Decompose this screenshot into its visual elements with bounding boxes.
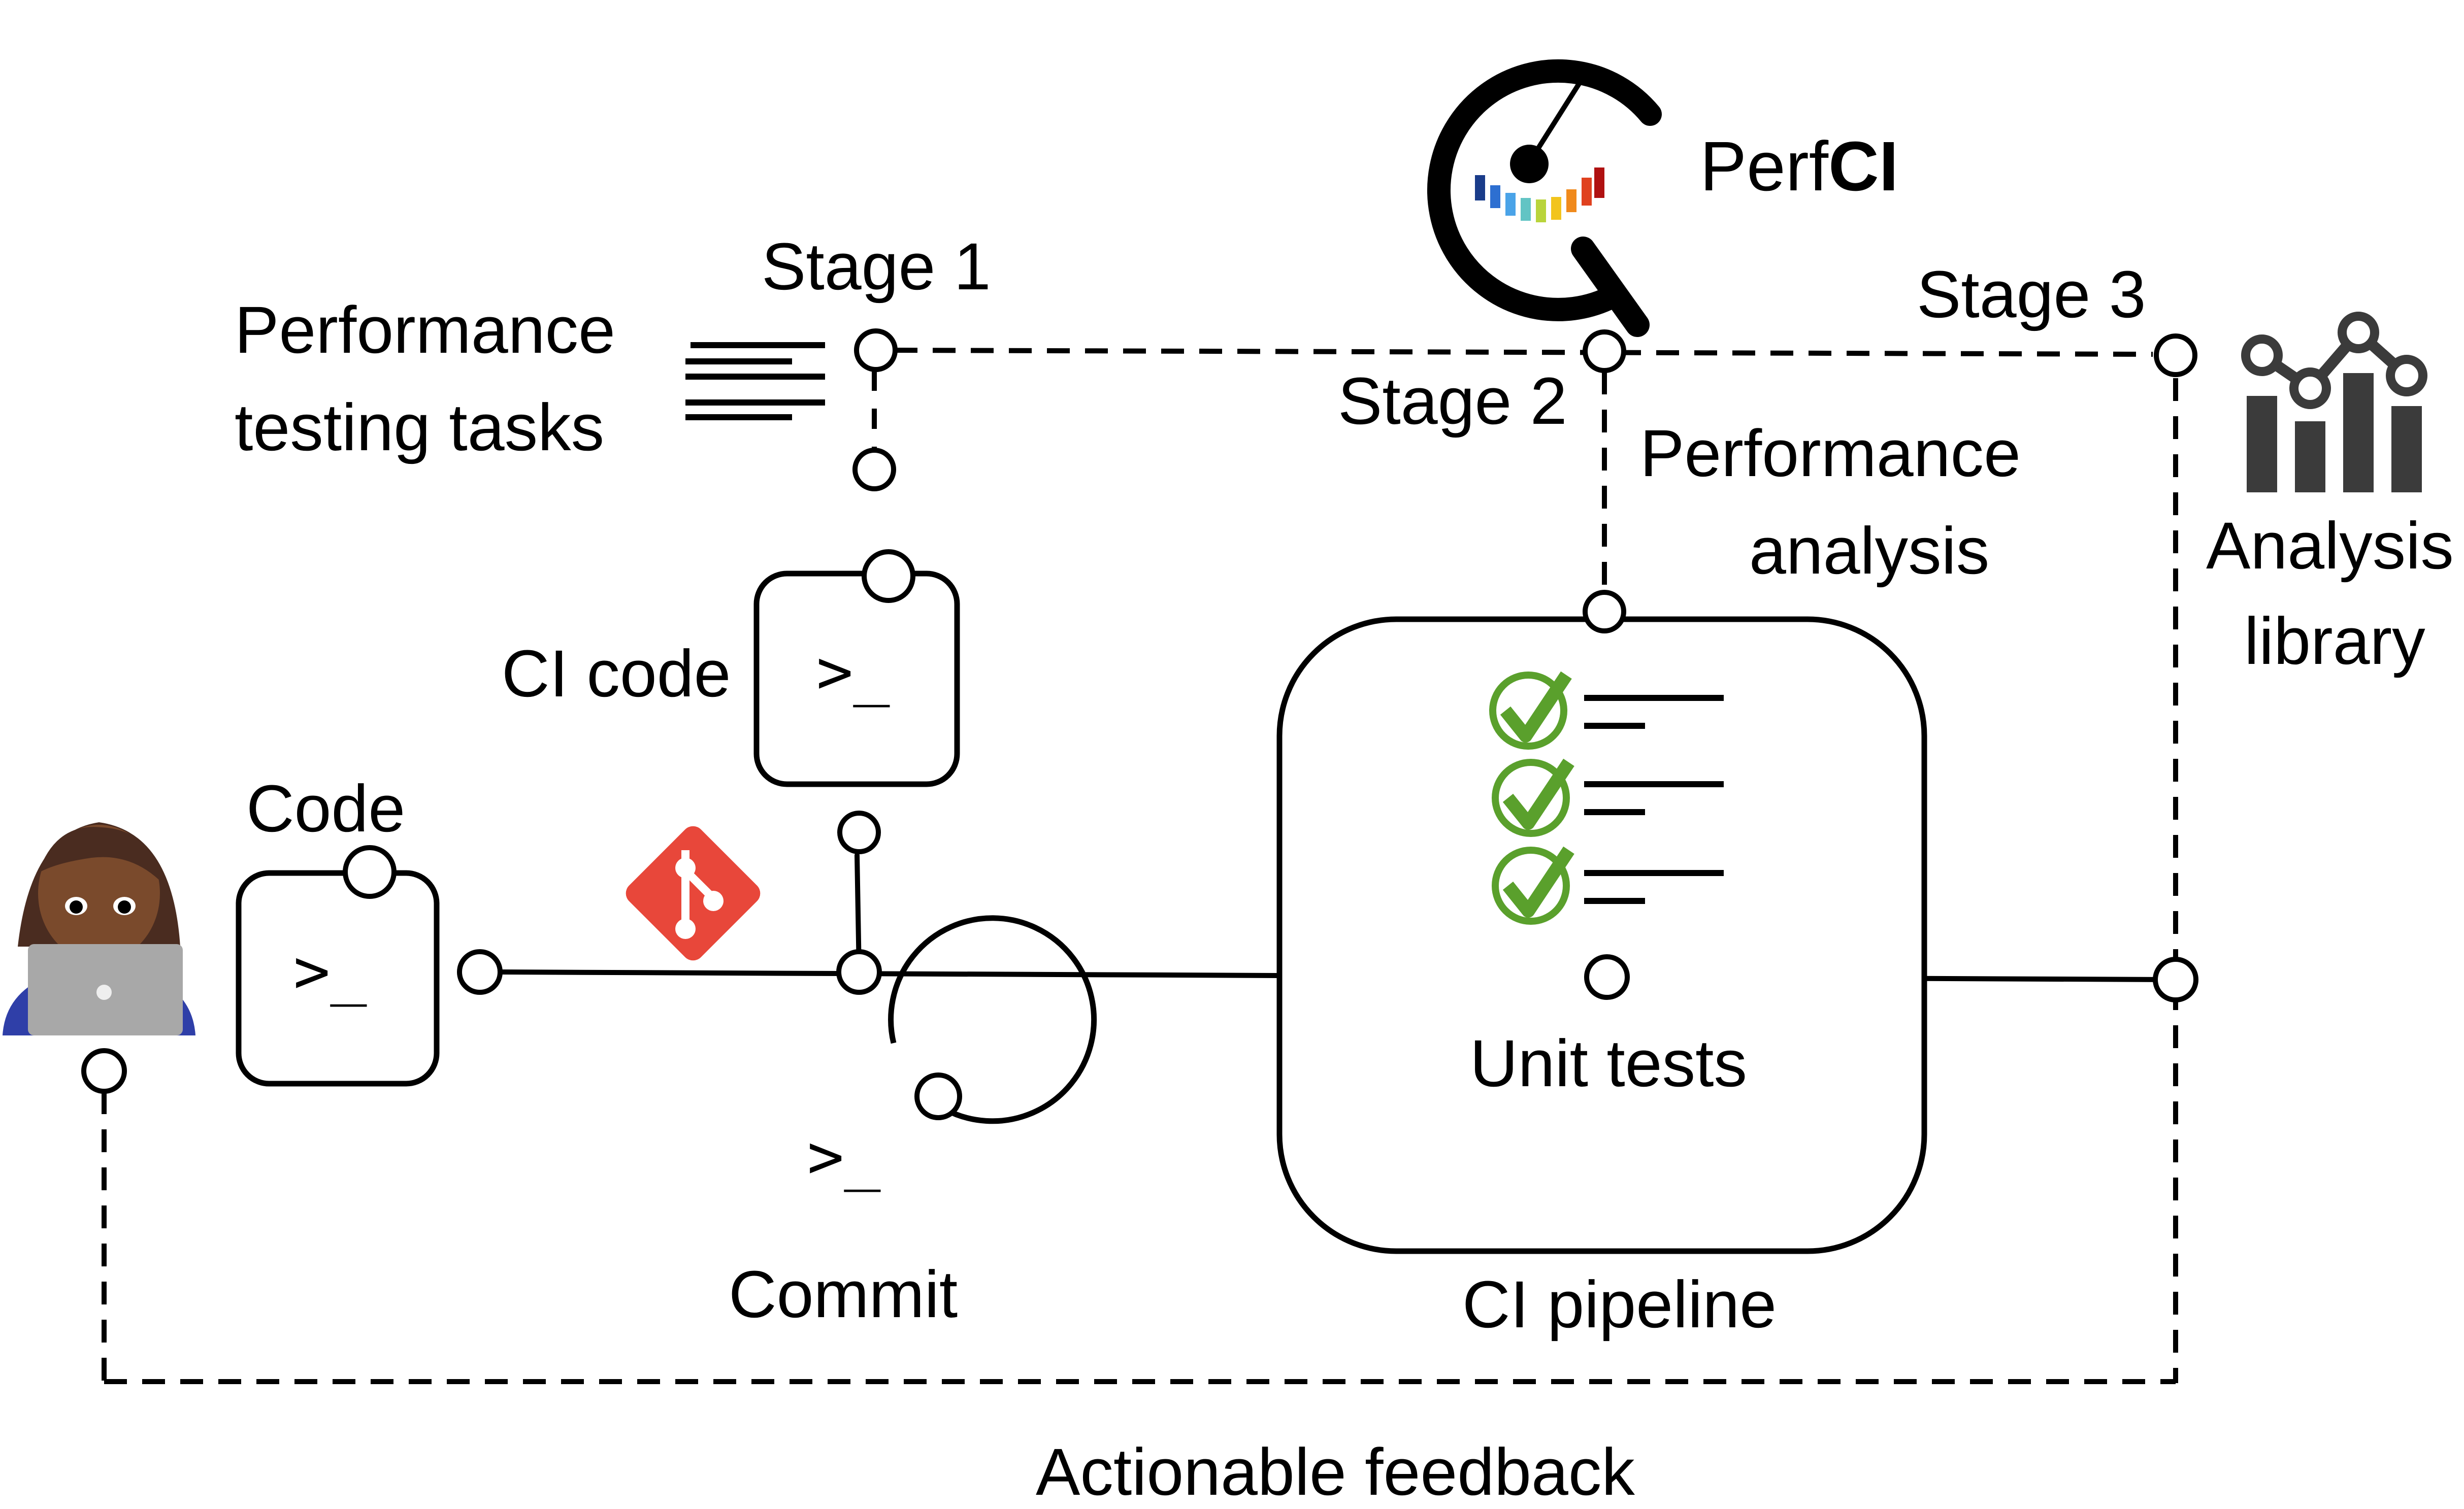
analysis-library-label-line1: Analysis xyxy=(2206,508,2454,583)
code-box: >_ xyxy=(236,845,440,1087)
ci-code-prompt: >_ xyxy=(816,637,890,708)
ci-pipeline-label: CI pipeline xyxy=(1462,1267,1777,1342)
checkmark-icon xyxy=(1492,846,1724,925)
ci-code-label: CI code xyxy=(502,636,731,711)
analysis-library-icon xyxy=(2241,312,2427,492)
ci-code-box: >_ xyxy=(753,549,960,787)
stage2-label: Stage 2 xyxy=(1338,363,1567,438)
logo-bar xyxy=(1582,178,1592,206)
logo-bar xyxy=(1536,199,1546,222)
ci-pipeline-box xyxy=(1276,616,1927,1254)
commit-label: Commit xyxy=(729,1257,958,1331)
labels: Stage 1 Stage 2 Stage 3 Performance test… xyxy=(235,229,2454,1509)
checkmark-icon xyxy=(1492,758,1724,837)
perf-tasks-label-line1: Performance xyxy=(235,292,615,367)
stage1-label: Stage 1 xyxy=(762,229,991,304)
connection-nodes xyxy=(81,328,2198,1094)
logo-bar xyxy=(1475,175,1485,200)
commit-prompt: >_ xyxy=(807,1122,881,1192)
stage3-label: Stage 3 xyxy=(1917,257,2146,331)
top-dashed-line xyxy=(894,348,2153,357)
analysis-library-label-line2: library xyxy=(2244,603,2425,678)
perf-tasks-label-line2: testing tasks xyxy=(235,390,604,464)
code-label: Code xyxy=(246,771,405,846)
logo-bar xyxy=(1551,197,1561,220)
logo-bar xyxy=(1505,193,1516,216)
perf-analysis-label-line2: analysis xyxy=(1749,513,1989,588)
commit-node: >_ xyxy=(807,915,1097,1192)
logo-bar xyxy=(1490,185,1500,208)
unit-tests-label: Unit tests xyxy=(1470,1026,1747,1100)
logo-bar xyxy=(1566,189,1576,212)
logo-bar xyxy=(1521,198,1531,221)
perf-analysis-label-line1: Performance xyxy=(1640,416,2021,490)
code-prompt: >_ xyxy=(293,936,367,1007)
logo-bar xyxy=(1594,167,1604,198)
feedback-label: Actionable feedback xyxy=(1036,1434,1635,1509)
git-icon xyxy=(626,826,761,961)
perfci-title: PerfCI xyxy=(1700,127,1898,206)
unit-test-checks xyxy=(1489,671,1724,925)
perfci-logo-icon xyxy=(1427,59,1662,337)
checkmark-icon xyxy=(1489,671,1724,750)
task-list-lines xyxy=(685,342,825,420)
developer-icon xyxy=(3,822,195,1035)
